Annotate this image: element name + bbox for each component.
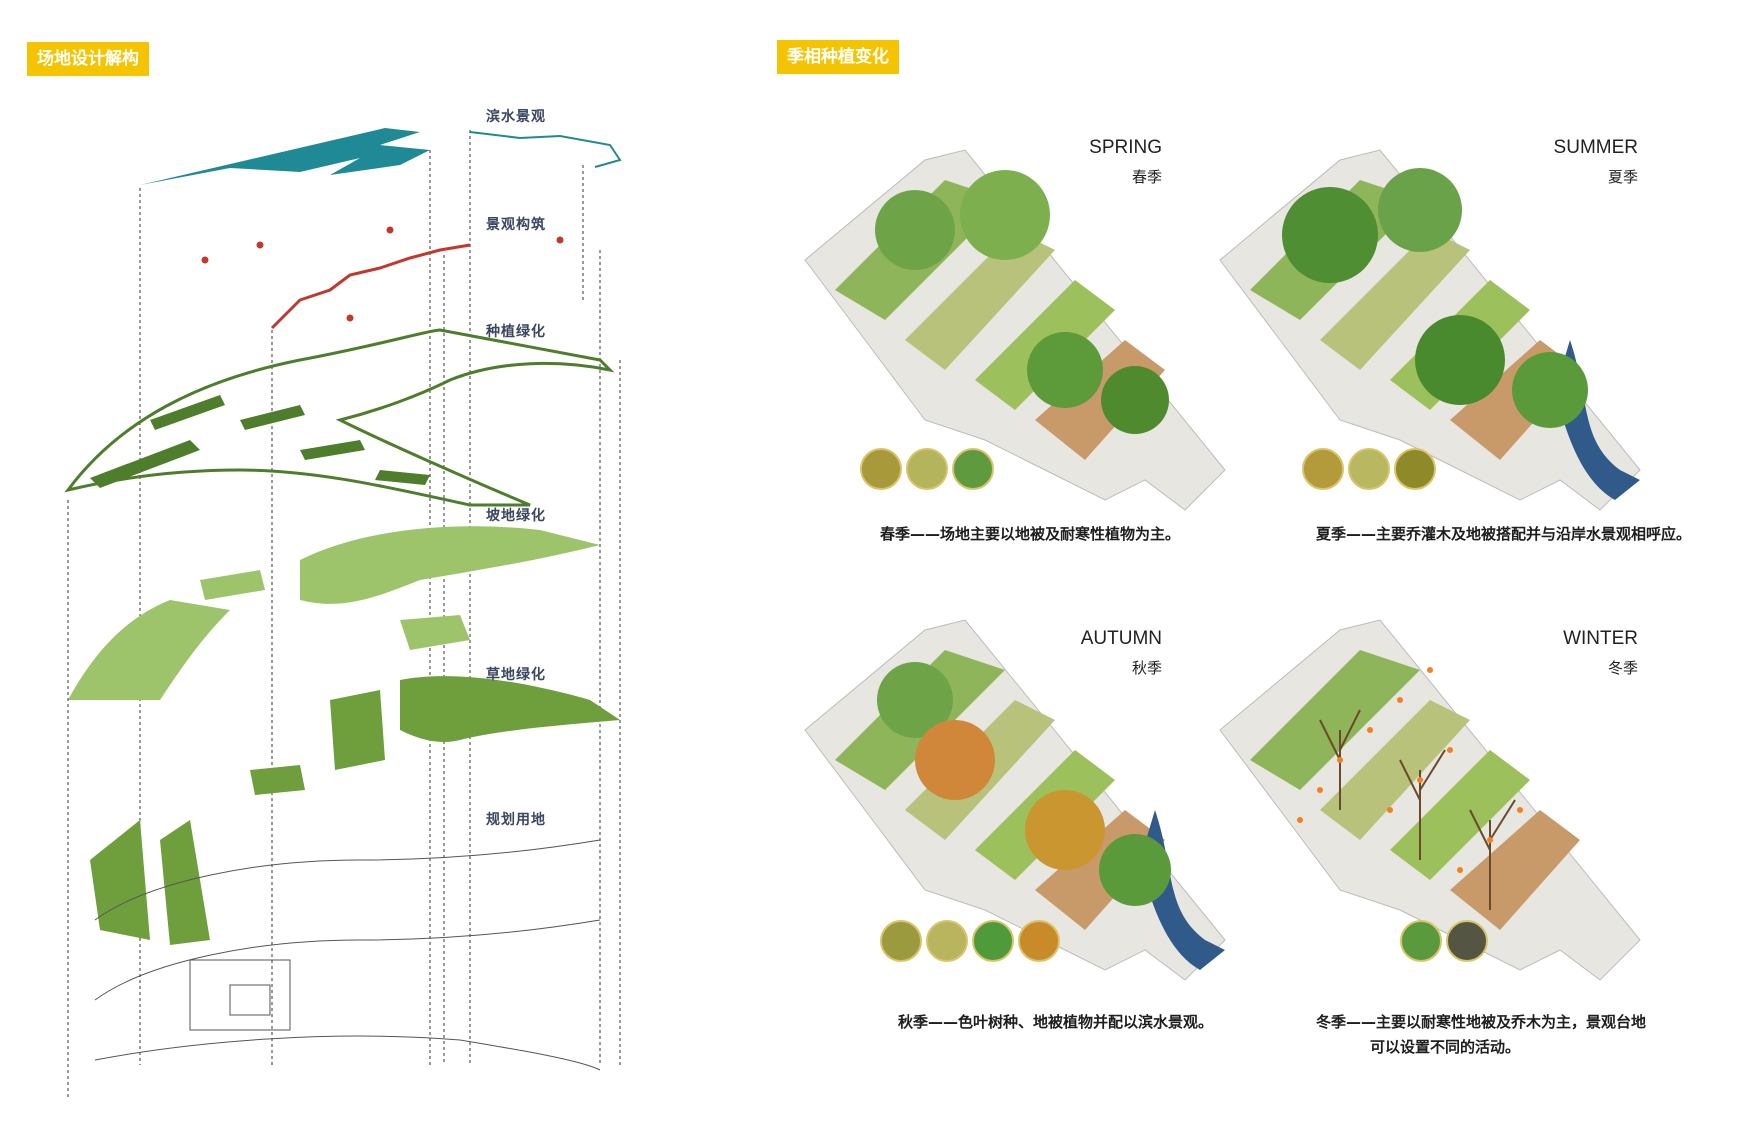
- layer-label-planning-land: 规划用地: [486, 812, 546, 828]
- layer-label-structures: 景观构筑: [486, 217, 546, 233]
- layer-label-lawn: 草地绿化: [486, 667, 546, 683]
- caption-winter-line2: 可以设置不同的活动。: [1370, 1038, 1521, 1056]
- season-title-summer: SUMMER: [1553, 137, 1638, 158]
- caption-autumn: 秋季——色叶树种、地被植物并配以滨水景观。: [898, 1013, 1214, 1031]
- swatch-autumn-3: [972, 920, 1014, 962]
- swatch-summer-1: [1302, 448, 1344, 490]
- season-title-autumn: AUTUMN: [1080, 628, 1162, 649]
- spring-illustration: [804, 149, 1226, 511]
- connector-lines: [67, 130, 621, 1100]
- season-subtitle-winter: 冬季: [1607, 659, 1638, 677]
- layer-label-planting: 种植绿化: [486, 324, 546, 340]
- season-title-spring: SPRING: [1089, 137, 1162, 158]
- section-tag-site-deconstruction: 场地设计解构: [27, 42, 149, 76]
- caption-summer: 夏季——主要乔灌木及地被搭配并与沿岸水景观相呼应。: [1316, 525, 1692, 543]
- swatch-winter-2: [1446, 920, 1488, 962]
- structures-layer: [201, 226, 564, 330]
- caption-spring: 春季——场地主要以地被及耐寒性植物为主。: [880, 525, 1181, 543]
- swatch-autumn-1: [880, 920, 922, 962]
- swatch-spring-1: [860, 448, 902, 490]
- slope-layer: [68, 526, 600, 700]
- lawn-layer: [250, 676, 620, 795]
- layer-label-waterfront: 滨水景观: [486, 109, 546, 125]
- summer-illustration: [1219, 149, 1641, 511]
- swatch-autumn-2: [926, 920, 968, 962]
- season-title-winter: WINTER: [1563, 628, 1638, 649]
- swatch-winter-1: [1400, 920, 1442, 962]
- swatch-autumn-4: [1018, 920, 1060, 962]
- winter-illustration: [1219, 619, 1641, 981]
- swatch-summer-2: [1348, 448, 1390, 490]
- section-tag-seasonal-planting: 季相种植变化: [777, 40, 899, 74]
- season-subtitle-spring: 春季: [1131, 168, 1162, 186]
- swatch-spring-3: [952, 448, 994, 490]
- caption-winter-line1: 冬季——主要以耐寒性地被及乔木为主，景观台地: [1316, 1013, 1647, 1031]
- season-subtitle-summer: 夏季: [1607, 168, 1638, 186]
- planting-layer: [64, 328, 615, 507]
- autumn-illustration: [804, 619, 1226, 981]
- planning-land-layer: [90, 820, 601, 1071]
- swatch-spring-2: [906, 448, 948, 490]
- season-subtitle-autumn: 秋季: [1131, 659, 1162, 677]
- layer-label-slope: 坡地绿化: [486, 508, 546, 524]
- swatch-summer-3: [1394, 448, 1436, 490]
- waterfront-layer: [140, 128, 622, 185]
